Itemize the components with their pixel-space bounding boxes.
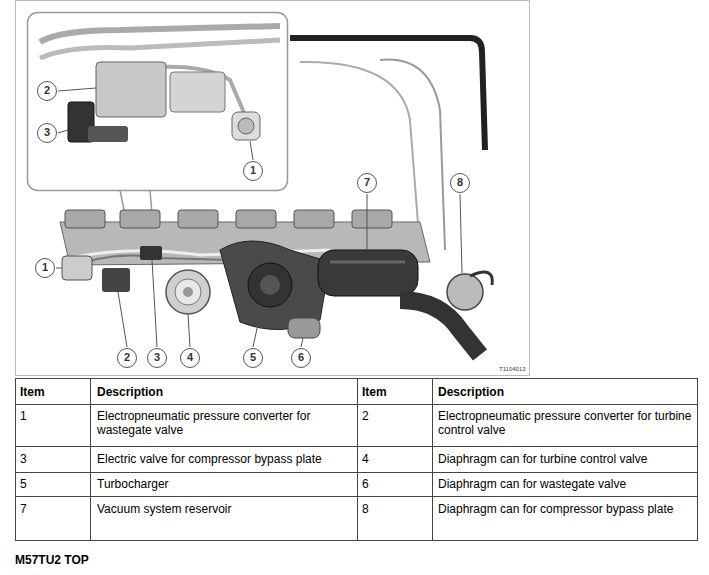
pressure-converter <box>62 256 92 280</box>
picture-frame <box>16 1 530 376</box>
callout-number: 1 <box>243 161 263 181</box>
figure-code: T1104013 <box>499 365 526 373</box>
callout-number: 5 <box>243 348 263 368</box>
callout-number: 1 <box>35 258 55 278</box>
detail-inset <box>28 13 288 191</box>
callout-number: 4 <box>180 348 200 368</box>
pressure-converter <box>170 72 225 112</box>
table-header: Description <box>97 385 352 399</box>
turbocharger <box>220 241 330 330</box>
table-cell: 7 <box>20 502 85 516</box>
callout-number: 2 <box>37 81 57 101</box>
table-cell: Diaphragm can for turbine control valve <box>438 452 693 466</box>
table-header: Item <box>362 385 427 399</box>
table-cell: Electropneumatic pressure converter for … <box>438 409 693 437</box>
table-header: Description <box>438 385 693 399</box>
vacuum-hose <box>290 38 485 150</box>
inset-pipe <box>40 40 280 58</box>
table-cell: 2 <box>362 409 427 423</box>
manifold-flanges <box>65 210 392 228</box>
diaphragm-can <box>447 274 483 310</box>
table-cell: 6 <box>362 477 427 491</box>
callout-number: 8 <box>450 173 470 193</box>
pressure-converter <box>96 62 166 117</box>
table-cell: Turbocharger <box>97 477 352 491</box>
vacuum-reservoir <box>318 250 418 296</box>
table-grid <box>15 378 698 541</box>
table-cell: 5 <box>20 477 85 491</box>
table-cell: Electropneumatic pressure converter for … <box>97 409 352 437</box>
callout-number: 3 <box>37 123 57 143</box>
table-cell: 1 <box>20 409 85 423</box>
callout-number: 2 <box>117 348 137 368</box>
diaphragm-can <box>288 318 320 338</box>
table-cell: Diaphragm can for wastegate valve <box>438 477 693 491</box>
table-cell: Diaphragm can for compressor bypass plat… <box>438 502 693 516</box>
leader-lines <box>56 88 462 347</box>
table-cell: 8 <box>362 502 427 516</box>
table-cell: 3 <box>20 452 85 466</box>
table-cell: 4 <box>362 452 427 466</box>
callout-number: 6 <box>291 348 311 368</box>
diaphragm-can <box>166 270 210 314</box>
pressure-converter <box>232 112 260 140</box>
table-header: Item <box>20 385 85 399</box>
table-cell: Electric valve for compressor bypass pla… <box>97 452 352 466</box>
electric-valve <box>140 246 162 260</box>
section-heading: M57TU2 TOP <box>15 553 89 567</box>
pressure-converter <box>102 268 130 292</box>
callout-number: 7 <box>357 173 377 193</box>
callout-number: 3 <box>147 348 167 368</box>
table-cell: Vacuum system reservoir <box>97 502 352 516</box>
electric-valve <box>88 126 128 142</box>
